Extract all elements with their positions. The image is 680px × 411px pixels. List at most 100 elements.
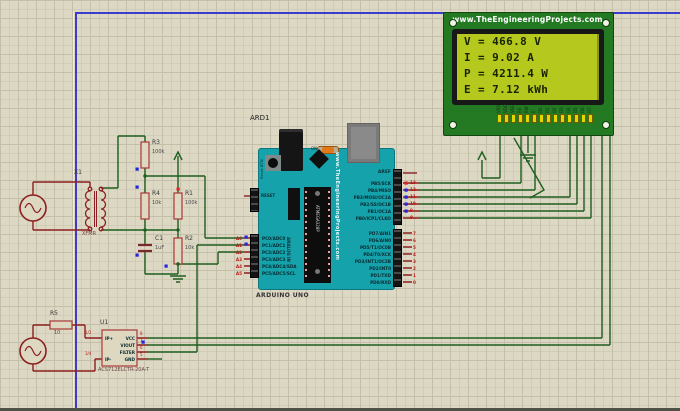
lcd-pin-pad[interactable]	[524, 114, 530, 123]
pin-num: 8	[410, 214, 413, 220]
component-value-u1: ACS712ELCTR-20A-T	[98, 367, 150, 373]
u1-pin-num: 8	[140, 331, 143, 336]
pin-num: 13	[410, 179, 416, 185]
lcd-pin-pad[interactable]	[559, 114, 565, 123]
lcd-pin-label: D5	[573, 107, 578, 113]
component-ref-u1: U1	[100, 319, 109, 326]
component-symbols[interactable]	[19, 141, 183, 367]
u1-pin-num: 3/4	[85, 351, 92, 356]
junction-dots	[143, 174, 180, 266]
lcd-pin[interactable]: D2	[552, 99, 558, 123]
lcd-pin[interactable]: D7	[587, 99, 593, 123]
screw-icon	[449, 121, 457, 129]
ac-source-2[interactable]	[19, 337, 47, 365]
screw-icon	[602, 121, 610, 129]
lcd-pin-label: D2	[552, 107, 557, 113]
lcd-pin-pad[interactable]	[517, 114, 523, 123]
ac-source-1[interactable]	[19, 194, 47, 222]
component-value-r3: 100k	[152, 149, 165, 155]
lcd-pin-pad[interactable]	[587, 114, 593, 123]
lcd-pin-label: D6	[580, 107, 585, 113]
lcd-pin[interactable]: D4	[566, 99, 572, 123]
component-value-x1: XFMR	[82, 231, 97, 237]
lcd-pin[interactable]: VSS	[496, 99, 502, 123]
transformer-x1[interactable]	[84, 186, 107, 232]
pin-num: 7	[413, 230, 416, 236]
window-bottom-edge	[0, 408, 680, 411]
lcd-pin[interactable]: E	[531, 99, 537, 123]
lcd-pin-pad[interactable]	[573, 114, 579, 123]
lcd-pin[interactable]: VEE	[510, 99, 516, 123]
chip-label: ATMEGA328P	[315, 205, 320, 232]
u1-pin-num: 5	[140, 352, 143, 357]
pin-name: PC1/ADC1	[262, 242, 286, 248]
arduino-brand-text: www.TheEngineeringProjects.com	[334, 152, 340, 261]
pin-name: PB1/OC1A	[367, 208, 392, 214]
pin-num: A3	[235, 256, 242, 262]
component-value-r4: 10k	[152, 200, 162, 206]
pin-header-analog[interactable]	[250, 234, 259, 278]
wires-green[interactable]	[101, 135, 611, 360]
lcd-pin-pad[interactable]	[566, 114, 572, 123]
component-value-r5: 10	[54, 330, 61, 336]
reset-button[interactable]	[268, 158, 278, 168]
u1-pin-name: GND	[124, 356, 135, 362]
lcd-pin-pad[interactable]	[496, 114, 502, 123]
component-ref-r3: R3	[152, 139, 160, 146]
sheet-border-left	[75, 12, 77, 411]
lcd-pin-pad[interactable]	[545, 114, 551, 123]
component-value-r2: 10k	[185, 245, 195, 251]
pin-header-digital-top[interactable]	[393, 169, 402, 225]
lcd-pin[interactable]: D1	[545, 99, 551, 123]
resistors[interactable]	[49, 141, 183, 330]
lcd-pin-label: VSS	[496, 105, 501, 113]
lcd-pin-label: E	[531, 110, 536, 113]
u1-pin-name: VCC	[125, 335, 135, 341]
lcd-pin-label: D7	[587, 107, 592, 113]
lcd-pin[interactable]: D0	[538, 99, 544, 123]
lcd-pin-pad[interactable]	[531, 114, 537, 123]
chip-notch-top	[315, 191, 320, 196]
lcd-pin-pad[interactable]	[503, 114, 509, 123]
lcd-pin-pad[interactable]	[538, 114, 544, 123]
lcd-screen-line: I = 9.02 A	[464, 51, 535, 64]
pin-num: 10	[410, 200, 416, 206]
lcd-pin-row[interactable]: VSS VDD VEE RS RW E	[496, 99, 594, 123]
lcd-pin-pad[interactable]	[580, 114, 586, 123]
component-value-c1: 1uF	[155, 245, 165, 251]
lcd-pin[interactable]: D5	[573, 99, 579, 123]
pin-name: PD2/INT0	[369, 265, 391, 271]
lcd-pin-pad[interactable]	[510, 114, 516, 123]
mcu-chip[interactable]: ATMEGA328P	[304, 187, 331, 283]
lcd-pin[interactable]: VDD	[503, 99, 509, 123]
lcd-pin[interactable]: RW	[524, 99, 530, 123]
lcd-pin-pad[interactable]	[552, 114, 558, 123]
reset-button-label: Reset BTN	[259, 159, 264, 179]
pin-header-digital-bottom[interactable]	[393, 229, 402, 287]
sheet-border-highlight	[73, 12, 74, 411]
pin-num: 3	[413, 258, 416, 264]
regulator	[288, 188, 300, 220]
pin-name: PC5/ADC5/SCL	[262, 270, 296, 276]
pin-num: A5	[235, 270, 242, 276]
chip-pins-right	[328, 191, 330, 279]
pin-header-reset[interactable]	[250, 188, 259, 212]
lcd-pin[interactable]: D6	[580, 99, 586, 123]
capacitor-c1[interactable]	[138, 243, 152, 253]
acs712-chip[interactable]	[101, 329, 138, 367]
lcd-ref-label: LCD1 LM044L	[441, 0, 472, 2]
pin-num: A0	[235, 235, 242, 241]
power-switch-label: ON	[311, 146, 318, 151]
u1-pin-name: FILTER	[119, 349, 135, 355]
lcd-pin[interactable]: RS	[517, 99, 523, 123]
reset-header-label: RESET	[261, 193, 276, 198]
u1-pin-num: 6	[140, 345, 143, 350]
lcd-pin[interactable]: D3	[559, 99, 565, 123]
pin-name: PD0/RXD	[370, 279, 391, 285]
